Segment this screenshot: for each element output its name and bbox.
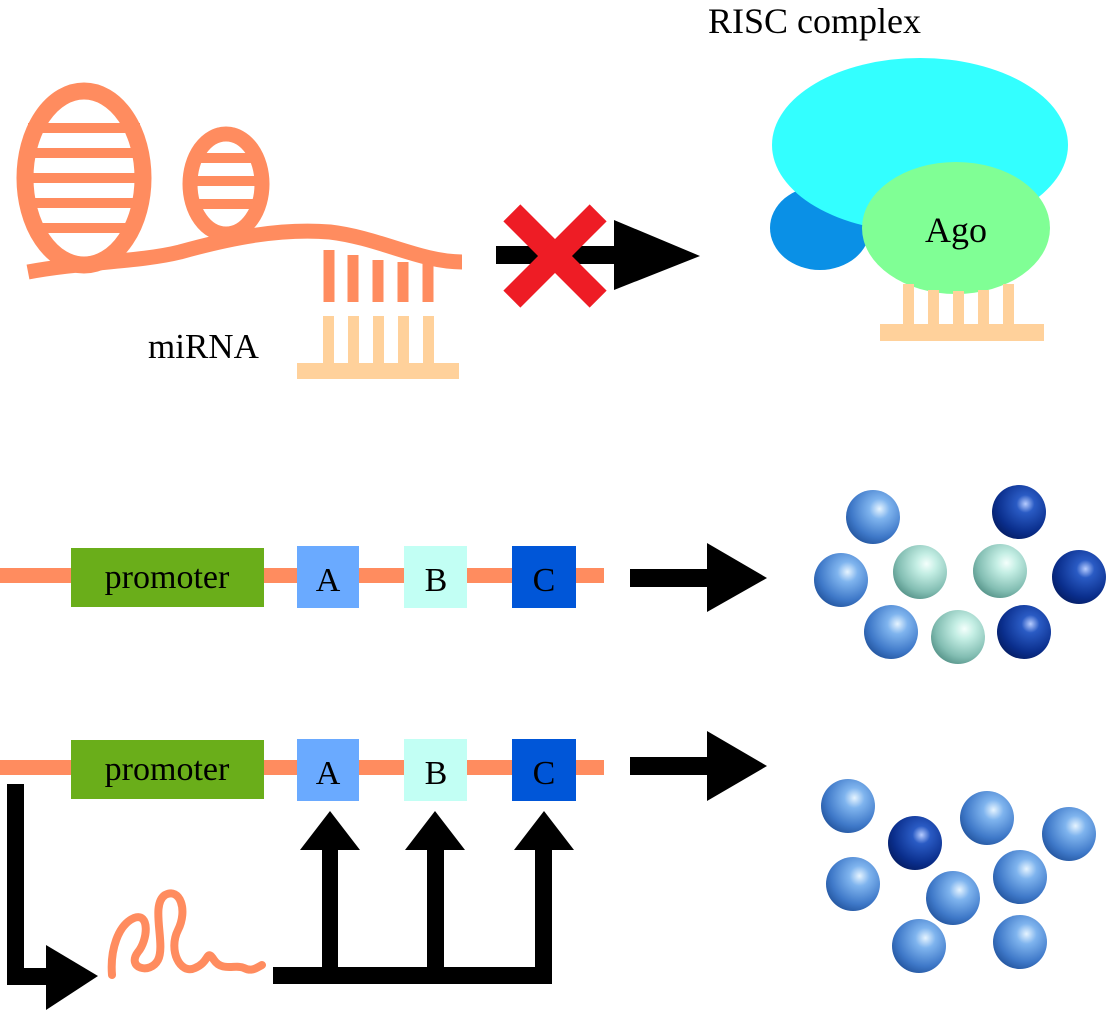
protein-sphere-mid xyxy=(814,553,868,607)
arrow-to-c xyxy=(514,811,574,850)
rna-duplex-teeth xyxy=(323,250,434,302)
site-b-box xyxy=(404,739,467,801)
gene-construct-1: promoter A B C xyxy=(0,546,604,608)
site-c-box xyxy=(512,739,576,801)
blocked-arrow xyxy=(496,204,700,308)
site-a-box xyxy=(297,739,359,801)
site-b-label: B xyxy=(425,562,448,599)
rna-backbone xyxy=(26,223,463,280)
ago-label: Ago xyxy=(925,210,987,250)
risc-complex: Ago xyxy=(770,58,1068,294)
rna-loop-small-rungs xyxy=(192,153,260,209)
protein-sphere-light xyxy=(931,610,985,664)
ago-protein xyxy=(862,162,1050,294)
promoter-box xyxy=(71,548,264,607)
protein-sphere-dark xyxy=(997,605,1051,659)
protein-sphere-mid xyxy=(993,850,1047,904)
inhibition-arrows xyxy=(273,811,574,984)
mirna-hairpin xyxy=(16,82,463,302)
protein-sphere-mid xyxy=(826,857,880,911)
protein-sphere-mid xyxy=(821,779,875,833)
protein-sphere-dark xyxy=(992,485,1046,539)
transcription-arrow xyxy=(7,784,98,1010)
protein-cluster-2 xyxy=(821,779,1096,973)
mirna-strand xyxy=(297,316,459,379)
site-a-box xyxy=(297,546,359,608)
protein-sphere-mid xyxy=(993,915,1047,969)
promoter-label: promoter xyxy=(105,559,230,596)
site-a-label: A xyxy=(316,562,341,599)
protein-sphere-dark xyxy=(888,816,942,870)
risc-bound-mirna xyxy=(880,284,1044,341)
expression-arrow-2 xyxy=(630,731,767,801)
protein-sphere-light xyxy=(973,544,1027,598)
protein-sphere-mid xyxy=(926,871,980,925)
protein-sphere-mid xyxy=(960,791,1014,845)
protein-sphere-light xyxy=(893,545,947,599)
arrow-to-a xyxy=(300,811,360,850)
expression-arrow-1 xyxy=(630,543,767,612)
site-a-label: A xyxy=(316,755,341,792)
arrow-to-b xyxy=(405,811,465,850)
mirna-label: miRNA xyxy=(148,327,260,366)
rna-loop-large-rungs xyxy=(28,123,140,233)
protein-sphere-mid xyxy=(846,490,900,544)
promoter-box xyxy=(71,740,264,799)
risc-complex-label: RISC complex xyxy=(708,1,921,41)
block-x-icon xyxy=(503,204,607,308)
protein-cluster-1 xyxy=(814,485,1106,664)
site-b-box xyxy=(404,546,467,608)
gene-construct-2: promoter A B C xyxy=(0,739,604,801)
protein-sphere-mid xyxy=(892,919,946,973)
site-c-label: C xyxy=(533,755,556,792)
protein-sphere-dark xyxy=(1052,550,1106,604)
sponge-rna-squiggle xyxy=(107,889,266,979)
site-c-label: C xyxy=(533,562,556,599)
site-b-label: B xyxy=(425,755,448,792)
protein-sphere-mid xyxy=(1042,807,1096,861)
promoter-label: promoter xyxy=(105,751,230,788)
protein-sphere-mid xyxy=(864,605,918,659)
site-c-box xyxy=(512,546,576,608)
